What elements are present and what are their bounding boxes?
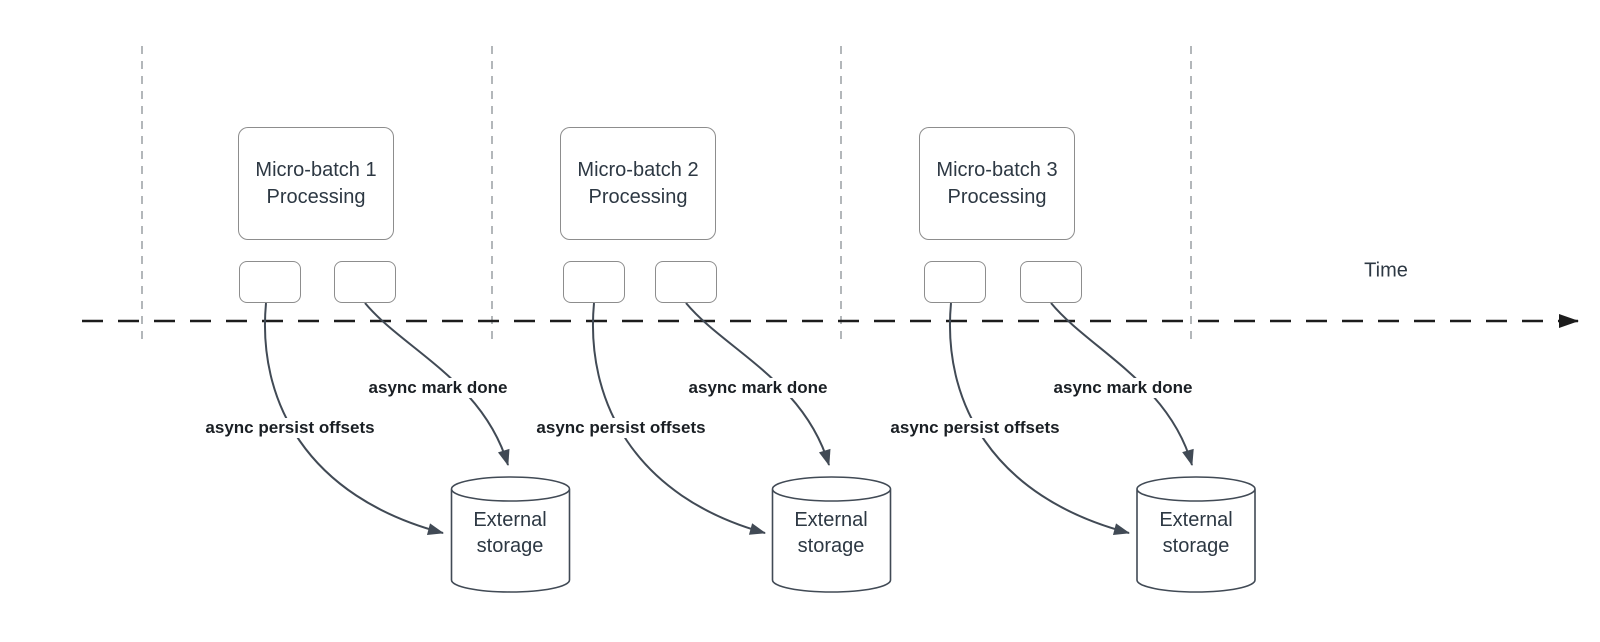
async-mark-done-label-1: async mark done [365, 378, 511, 398]
async-persist-offsets-label-1: async persist offsets [202, 418, 378, 438]
mark-done-task-box-1 [334, 261, 396, 303]
external-storage-label-1: External storage [473, 507, 546, 559]
async-mark-done-arrow-3 [1050, 302, 1194, 466]
external-storage-cylinder-2 [771, 476, 892, 593]
async-persist-offsets-label-2: async persist offsets [533, 418, 709, 438]
external-storage-label-3-line2: storage [1162, 535, 1230, 557]
external-storage-cylinder-3 [1136, 476, 1256, 593]
async-mark-done-arrow-2 [685, 302, 831, 466]
time-axis-label: Time [1364, 259, 1408, 282]
external-storage-label-1-line2: storage [476, 535, 544, 557]
external-storage-label-2-line2: storage [797, 535, 865, 557]
async-persist-offsets-arrow-3 [949, 302, 1130, 536]
mark-done-task-box-2 [655, 261, 717, 303]
micro-batch-2-box: Micro-batch 2 Processing [560, 127, 716, 240]
micro-batch-3-title-line2: Processing [947, 185, 1047, 208]
persist-offsets-task-box-3 [924, 261, 986, 303]
async-persist-offsets-label-3: async persist offsets [887, 418, 1063, 438]
external-storage-label-3-line1: External [1159, 509, 1233, 531]
async-mark-done-label-3: async mark done [1050, 378, 1196, 398]
micro-batch-1-box: Micro-batch 1 Processing [238, 127, 394, 240]
mark-done-task-box-3 [1020, 261, 1082, 303]
external-storage-cylinder-1 [450, 476, 571, 593]
external-storage-label-2-line1: External [794, 509, 868, 531]
micro-batch-2-title-line1: Micro-batch 2 [577, 158, 699, 181]
async-mark-done-arrow-1 [364, 302, 510, 466]
external-storage-label-2: External storage [794, 507, 867, 559]
async-persist-offsets-arrow-1 [264, 302, 444, 535]
external-storage-label-1-line1: External [473, 509, 547, 531]
micro-batch-2-title-line2: Processing [588, 185, 688, 208]
micro-batch-1-title-line2: Processing [266, 185, 366, 208]
persist-offsets-task-box-2 [563, 261, 625, 303]
external-storage-label-3: External storage [1159, 507, 1232, 559]
micro-batch-3-title-line1: Micro-batch 3 [936, 158, 1058, 181]
micro-batch-1-title-line1: Micro-batch 1 [255, 158, 377, 181]
async-mark-done-label-2: async mark done [685, 378, 831, 398]
persist-offsets-task-box-1 [239, 261, 301, 303]
micro-batch-3-box: Micro-batch 3 Processing [919, 127, 1075, 240]
async-persist-offsets-arrow-2 [592, 302, 766, 535]
